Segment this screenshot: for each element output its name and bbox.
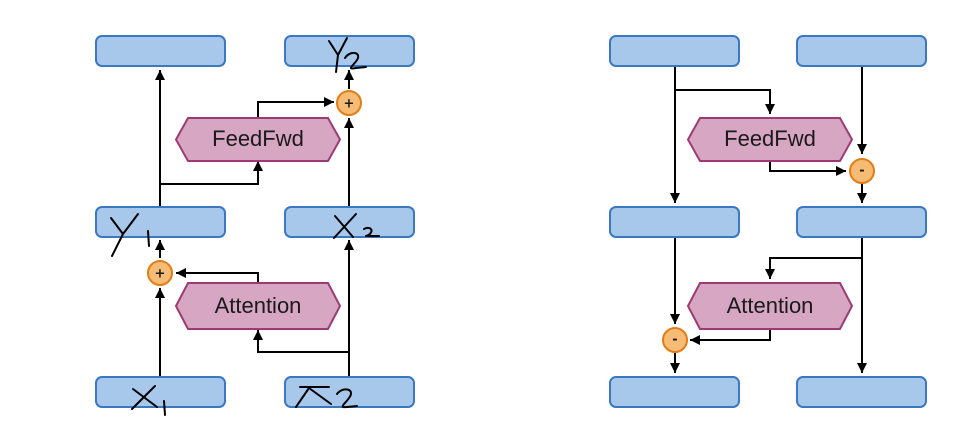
wire-x2-to-attention: [253, 330, 349, 353]
plus-bottom-operator: [147, 260, 173, 286]
handwritten-x2-mid: [333, 213, 380, 239]
plus-top-operator: [336, 90, 362, 116]
y1-mid-box: [609, 206, 740, 238]
handwritten-y1: [110, 213, 150, 257]
wire-attention-to-plus: [176, 268, 259, 283]
minus-bottom-operator: [662, 327, 688, 353]
handwritten-y2: [328, 37, 367, 73]
x1-output-box: [609, 376, 740, 408]
x2-input-box: [284, 376, 415, 408]
wire-attention-to-minus: [690, 329, 771, 345]
handwritten-x1: [131, 385, 166, 416]
y2-output-box: [284, 35, 415, 67]
feedfwd-block: [686, 117, 854, 162]
plus-top-symbol: +: [344, 97, 355, 112]
y1-output-box: [95, 35, 226, 67]
x2-mid-box: [796, 206, 927, 238]
wire-feedfwd-to-plus: [257, 97, 334, 118]
minus-top-symbol: -: [859, 164, 864, 179]
attention-block: [174, 282, 342, 330]
wire-feedfwd-to-minus: [769, 161, 846, 176]
minus-top-operator: [849, 158, 875, 184]
forward-diagram: FeedFwd Attention + +: [95, 35, 415, 416]
feedfwd-label: FeedFwd: [212, 126, 304, 151]
wire-y1-to-feedfwd: [160, 161, 263, 185]
y2-input-box: [796, 35, 927, 67]
attention-label: Attention: [215, 293, 302, 318]
y1-input-box: [609, 35, 740, 67]
attention-label: Attention: [727, 293, 814, 318]
minus-bottom-symbol: -: [672, 333, 677, 348]
x1-input-box: [95, 376, 226, 408]
wire-y1-to-feedfwd: [675, 89, 775, 114]
y1-box: [95, 206, 226, 238]
wire-x2-to-attention: [765, 257, 862, 279]
plus-bottom-symbol: +: [155, 267, 166, 282]
attention-block: [686, 282, 854, 330]
feedfwd-label: FeedFwd: [724, 126, 816, 151]
x2-output-box: [796, 376, 927, 408]
handwritten-x2-input: [295, 386, 358, 409]
reverse-diagram: FeedFwd Attention - -: [609, 35, 927, 408]
feedfwd-block: [174, 117, 342, 162]
